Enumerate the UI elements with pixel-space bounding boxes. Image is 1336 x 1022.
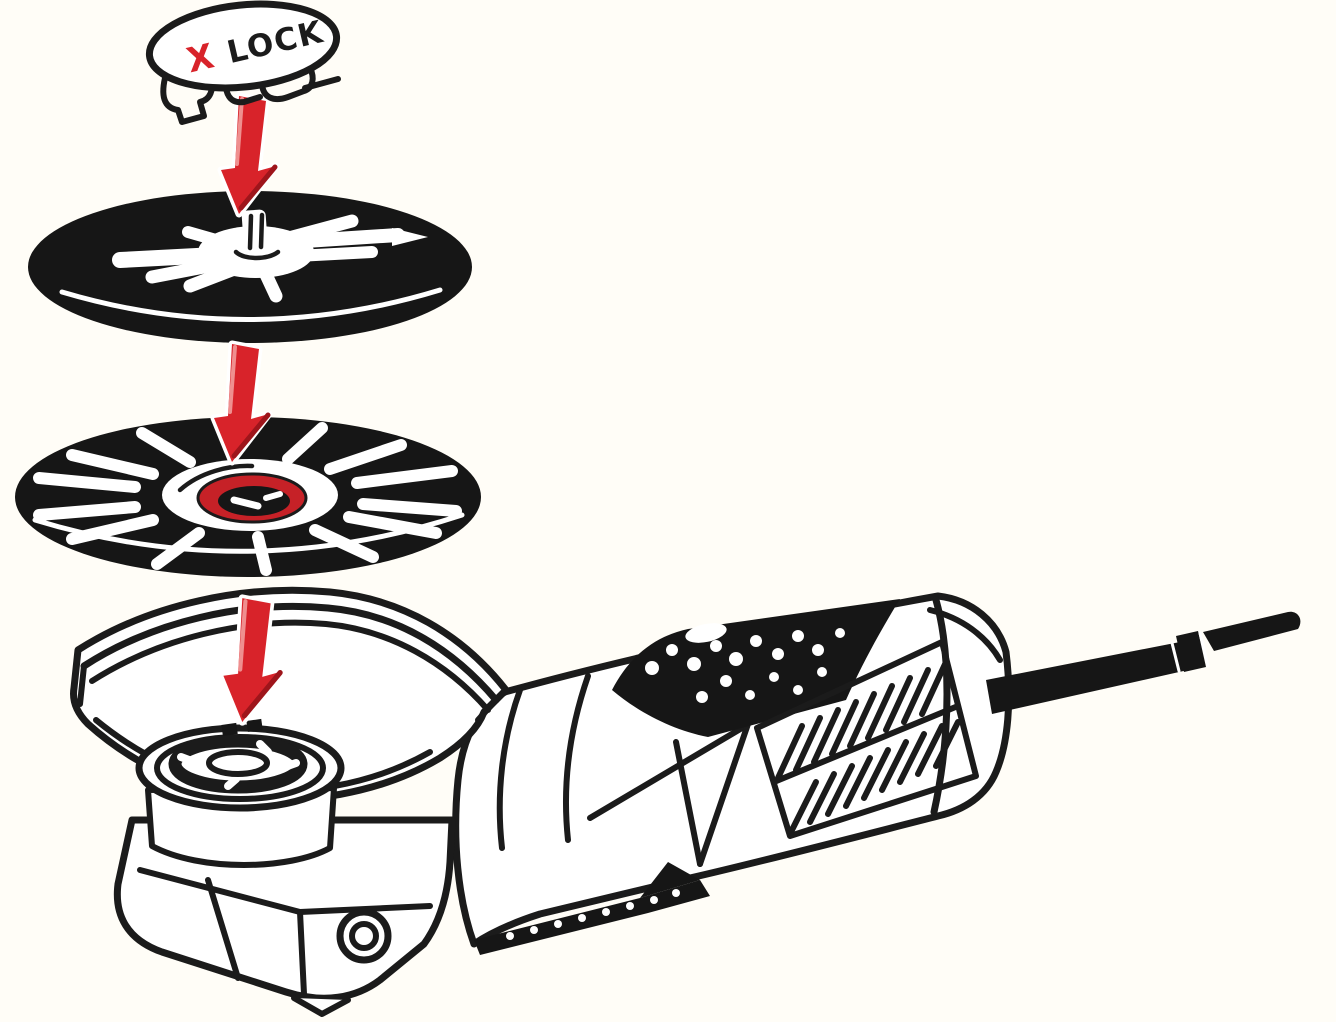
grinding-disc-center (162, 459, 338, 531)
xlock-mount (135, 718, 345, 868)
assembly-arrow-down-1 (217, 92, 280, 218)
angle-grinder (70, 586, 1301, 1017)
x-lock-cap-face (145, 0, 341, 92)
rear-cap (927, 596, 1003, 816)
neck-seam-line (496, 687, 523, 851)
x-lock-cap: X LOCK (145, 0, 341, 125)
body-facet-line (673, 739, 703, 867)
housing-bottom-tab (291, 995, 351, 1017)
motor-housing (452, 592, 1013, 955)
neck-seam-line (563, 673, 591, 843)
grip-texture-patch (612, 599, 900, 737)
grinding-disc (15, 417, 481, 577)
grinding-disc-slots (33, 422, 462, 576)
assembly-arrow-down-2 (210, 340, 273, 466)
spindle-lock-button (336, 908, 392, 964)
spindle-lock-button-inner (349, 921, 379, 951)
grinding-disc-bore (218, 486, 290, 516)
power-cord (986, 611, 1301, 714)
mount-spindle-hole (206, 749, 270, 777)
mount-jaw-tab (221, 722, 238, 736)
mount-jaw-tab (246, 718, 263, 732)
backing-pad-rim-highlight (59, 287, 443, 322)
vent-grille (754, 639, 979, 839)
assembly-arrow-down-3 (219, 594, 285, 726)
backing-pad-center-cutout (112, 209, 428, 303)
body-facet-line (587, 725, 745, 821)
backing-pad (28, 191, 472, 343)
power-switch-strip (474, 862, 710, 955)
body-facet-line (697, 721, 751, 867)
